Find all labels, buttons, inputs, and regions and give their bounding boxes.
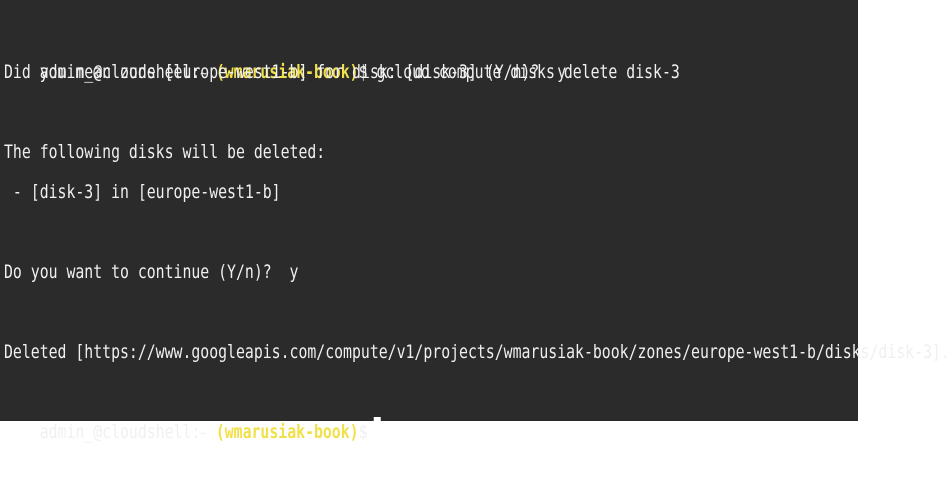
current-prompt-line[interactable]: admin_@cloudshell:~ (wmarusiak-book)$ [4,372,670,449]
prompt-project: (wmarusiak-book) [215,421,359,443]
output-following-disks: The following disks will be deleted: [4,141,326,163]
blank-line [4,92,670,132]
prompt-user-host: admin_@cloudshell: [39,421,201,443]
prompt-project: (wmarusiak-book) [215,61,359,83]
text-cursor[interactable] [373,416,381,449]
output-disk-item: - [disk-3] in [europe-west1-b] [4,181,281,203]
prompt-symbol: $ [358,61,368,83]
output-confirm-zone: Did you mean zone [europe-west1-b] for d… [4,61,567,83]
output-deleted: Deleted [https://www.googleapis.com/comp… [4,341,950,363]
command-text: gcloud compute disks delete disk-3 [376,61,680,83]
output-continue-prompt: Do you want to continue (Y/n)? y [4,261,299,283]
prompt-tilde: ~ [200,426,207,442]
blank-line [4,292,670,332]
prompt-user-host: admin_@cloudshell: [39,61,201,83]
terminal-window[interactable]: admin_@cloudshell:~ (wmarusiak-book)$ gc… [0,0,950,449]
prompt-tilde: ~ [200,66,207,82]
prompt-symbol: $ [358,421,368,443]
blank-line [4,212,670,252]
command-line: admin_@cloudshell:~ (wmarusiak-book)$ gc… [4,12,680,83]
